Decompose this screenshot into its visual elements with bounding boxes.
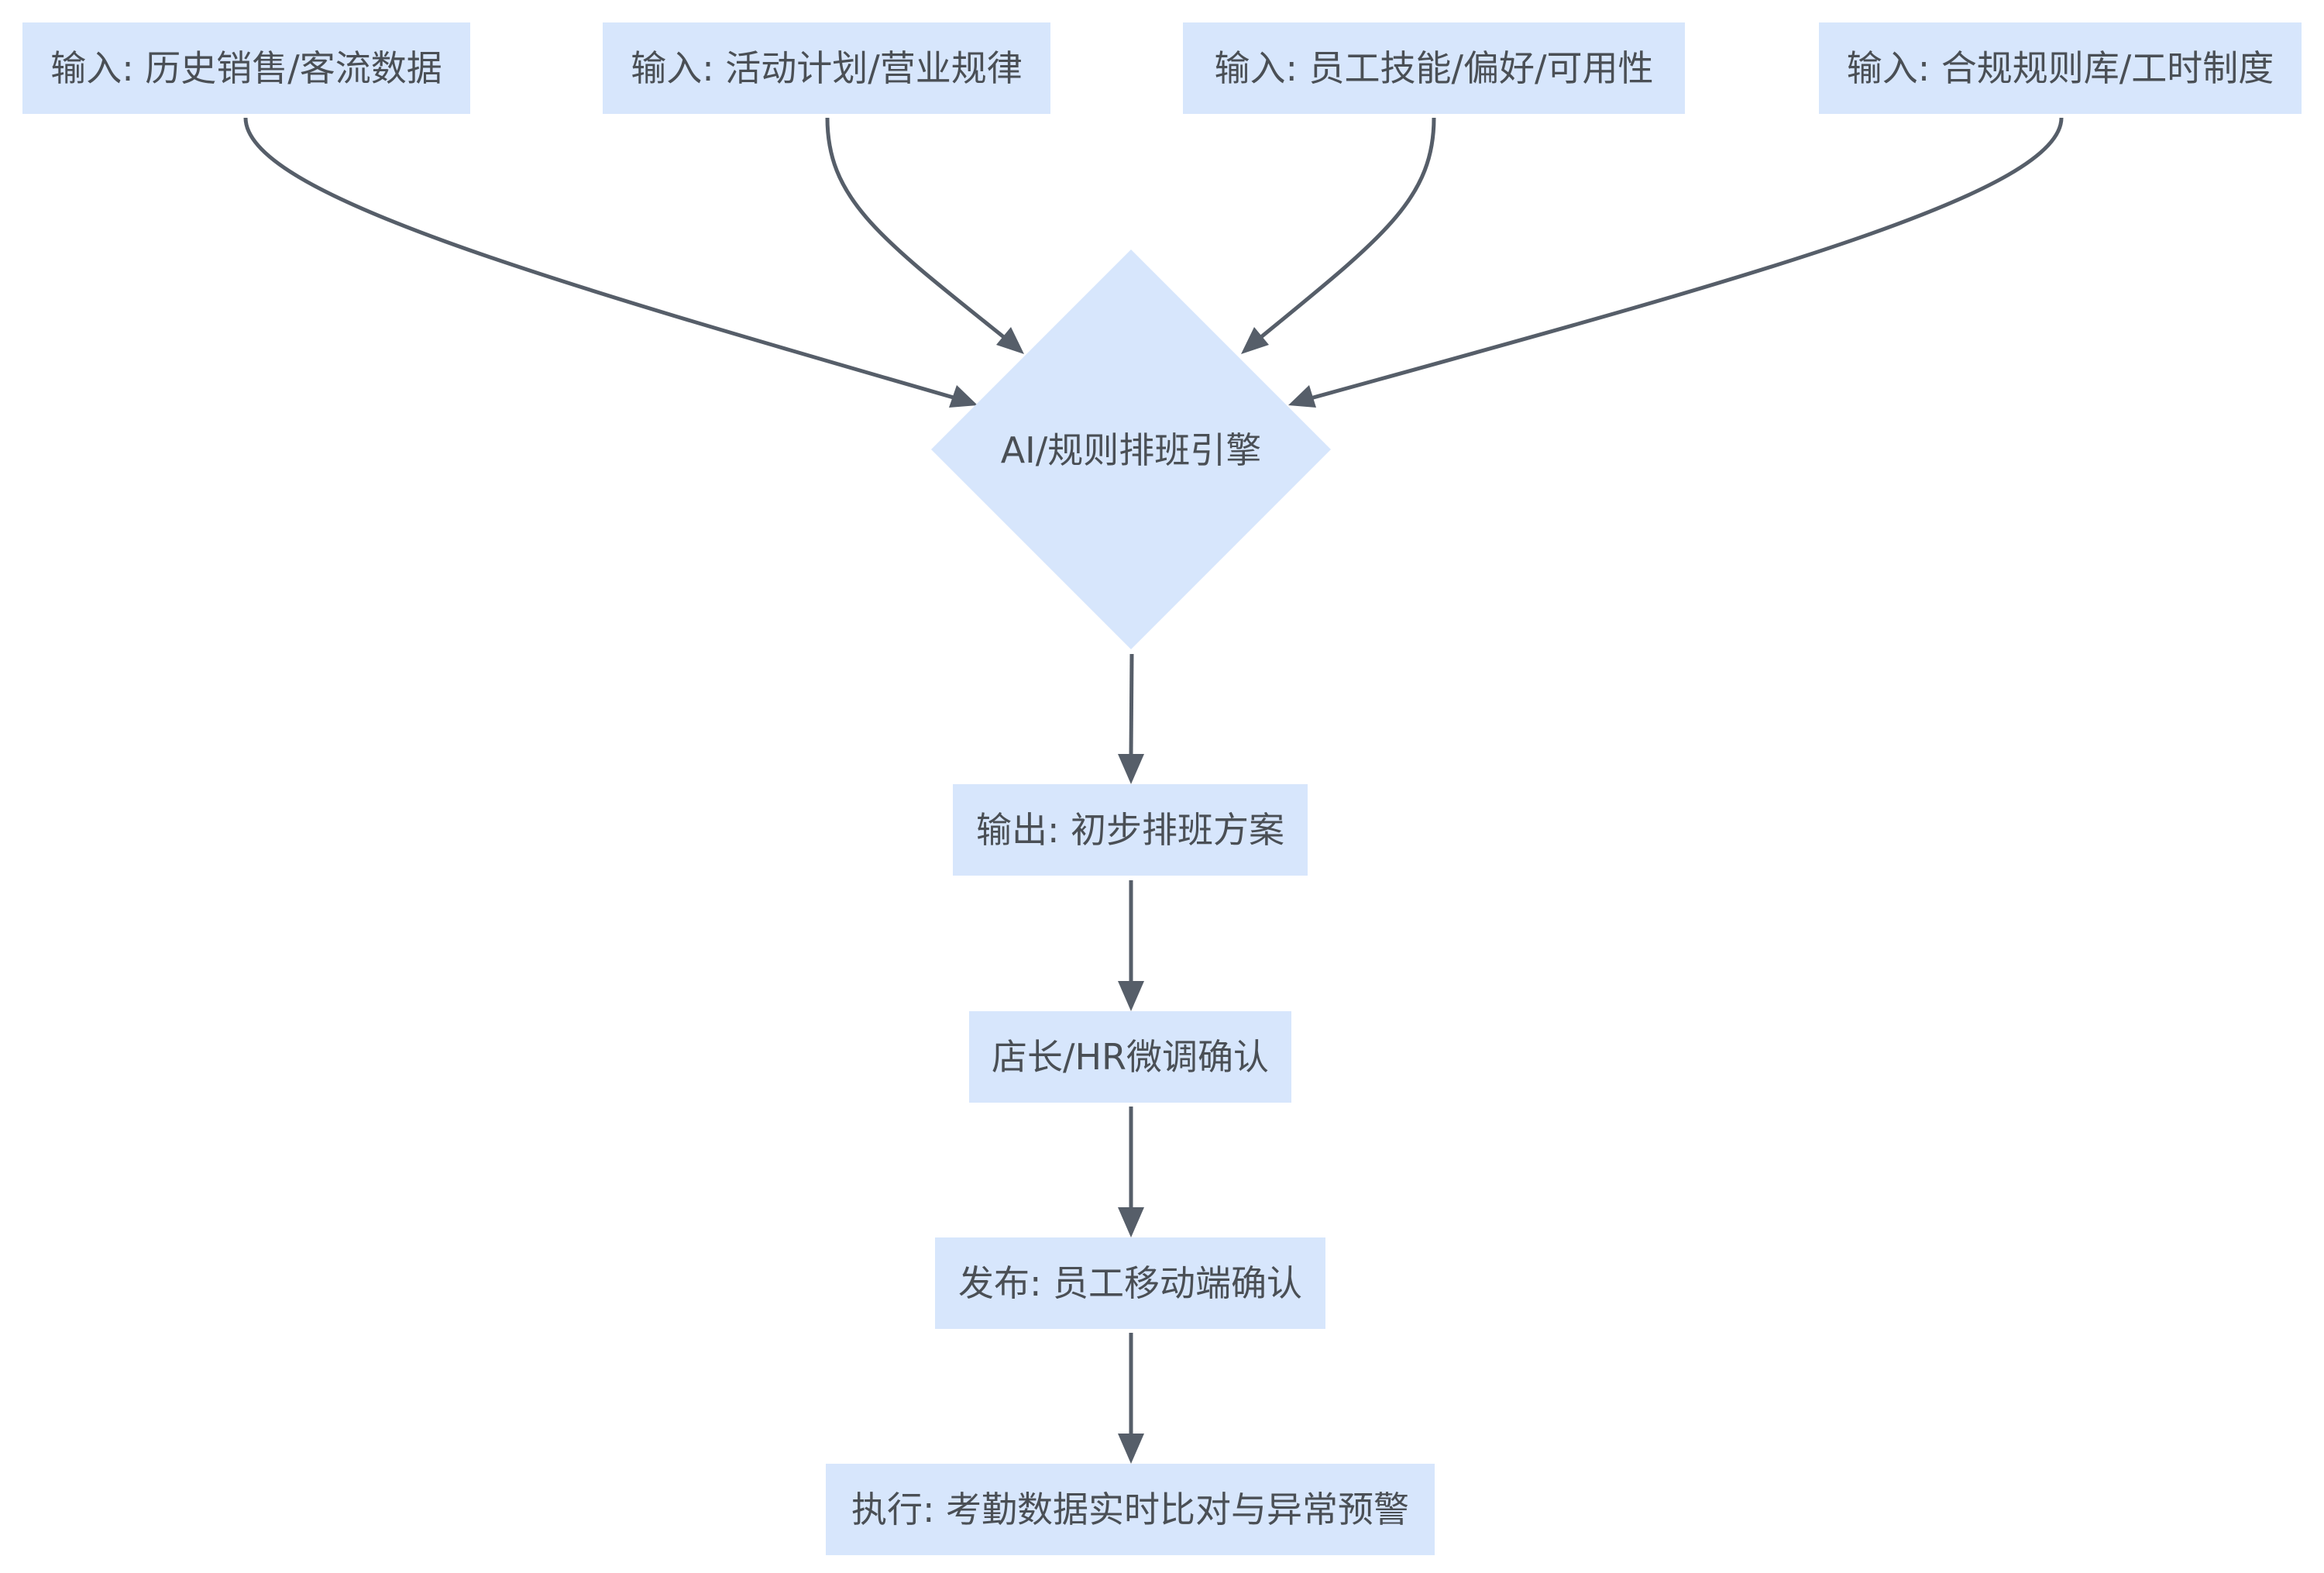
step-node-label: 发布: 员工移动端确认 xyxy=(957,1262,1303,1304)
edge-engine-to-output-arrowhead xyxy=(1118,754,1144,784)
edge-input-2-arrowhead xyxy=(996,327,1024,354)
edge-input-3-arrowhead xyxy=(1241,327,1269,354)
edge-review-to-publish-arrowhead xyxy=(1118,1207,1144,1237)
input-node-sales-traffic[interactable]: 输入: 历史销售/客流数据 xyxy=(22,22,470,114)
edge-input-3-to-engine xyxy=(1247,117,1436,349)
step-node-label: 店长/HR微调确认 xyxy=(991,1036,1270,1078)
step-node-label: 执行: 考勤数据实时比对与异常预警 xyxy=(851,1489,1410,1530)
input-node-activity-plan[interactable]: 输入: 活动计划/营业规律 xyxy=(603,22,1050,114)
input-node-label: 输入: 历史销售/客流数据 xyxy=(50,47,442,89)
edge-output-to-review-arrowhead xyxy=(1118,981,1144,1011)
engine-label-text: AI/规则排班引擎 xyxy=(1000,429,1262,471)
edge-input-4-arrowhead xyxy=(1288,385,1316,408)
edge-input-1-to-engine xyxy=(243,117,973,405)
input-node-label: 输入: 合规规则库/工时制度 xyxy=(1846,47,2274,89)
step-node-execute-attendance[interactable]: 执行: 考勤数据实时比对与异常预警 xyxy=(826,1464,1435,1555)
input-node-label: 输入: 员工技能/偏好/可用性 xyxy=(1214,47,1654,89)
step-node-label: 输出: 初步排班方案 xyxy=(975,809,1285,851)
step-node-initial-schedule[interactable]: 输出: 初步排班方案 xyxy=(953,784,1308,876)
edge-input-1-arrowhead xyxy=(949,385,978,408)
input-node-compliance-rules[interactable]: 输入: 合规规则库/工时制度 xyxy=(1819,22,2302,114)
input-node-employee-skills[interactable]: 输入: 员工技能/偏好/可用性 xyxy=(1183,22,1685,114)
engine-diamond xyxy=(931,250,1331,649)
step-node-manager-review[interactable]: 店长/HR微调确认 xyxy=(969,1011,1291,1103)
edge-engine-to-output xyxy=(1129,653,1134,756)
edge-input-4-to-engine xyxy=(1293,117,2064,405)
edge-input-2-to-engine xyxy=(825,117,1018,349)
step-node-publish-mobile[interactable]: 发布: 员工移动端确认 xyxy=(935,1237,1325,1329)
edge-publish-to-execute-arrowhead xyxy=(1118,1434,1144,1464)
input-node-label: 输入: 活动计划/营业规律 xyxy=(631,47,1023,89)
engine-label[interactable]: AI/规则排班引擎 xyxy=(937,430,1325,470)
